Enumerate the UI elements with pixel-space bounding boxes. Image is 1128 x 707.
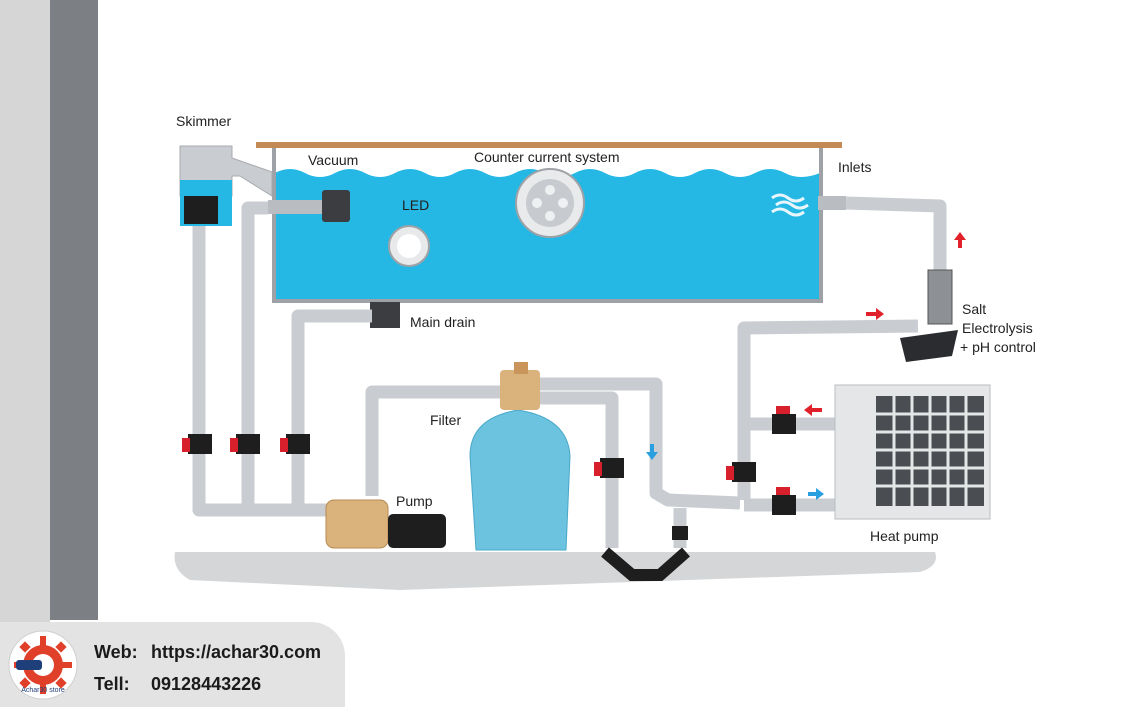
label-led: LED xyxy=(402,197,429,213)
jet-nozzle xyxy=(545,185,555,195)
label-electrolysis: Electrolysis xyxy=(962,320,1033,336)
label-ph-control: + pH control xyxy=(960,339,1036,355)
label-vacuum: Vacuum xyxy=(308,152,358,168)
filter-valve xyxy=(500,370,540,410)
label-inlets: Inlets xyxy=(838,159,871,175)
label-heat-pump: Heat pump xyxy=(870,528,939,544)
vacuum-fitting xyxy=(322,190,350,222)
left-frame xyxy=(0,0,50,707)
inlet-nozzle xyxy=(818,196,846,210)
valve xyxy=(726,462,756,482)
label-salt: Salt xyxy=(962,301,986,317)
tel-row: Tell: 09128443226 xyxy=(94,674,261,695)
flow-arrow-red xyxy=(866,308,884,320)
pipe-filter-waste xyxy=(540,391,619,548)
pool-rim xyxy=(256,142,842,148)
valves xyxy=(182,406,796,540)
pipe-vacuum xyxy=(241,201,268,510)
web-link[interactable]: https://achar30.com xyxy=(151,642,322,662)
pipe-to-salt xyxy=(737,319,919,500)
pump-body xyxy=(325,499,389,549)
logo-text: Achar30 store xyxy=(21,687,65,694)
valve xyxy=(772,487,796,515)
pipe-filter-out xyxy=(540,377,741,510)
vacuum-pipe xyxy=(268,200,326,214)
flow-arrow-blue xyxy=(808,488,824,500)
pool-wall-left xyxy=(272,148,276,303)
salt-cell xyxy=(927,269,953,325)
pool-wall-right xyxy=(819,148,823,303)
contact-footer: Achar30 store Web: https://achar30.com T… xyxy=(0,622,345,707)
pool-floor xyxy=(272,299,823,303)
web-key: Web: xyxy=(94,642,138,662)
label-filter: Filter xyxy=(430,412,461,428)
label-skimmer: Skimmer xyxy=(176,113,232,129)
valve xyxy=(182,434,212,454)
pipe-main-drain xyxy=(291,309,372,510)
valve xyxy=(280,434,310,454)
tel-key: Tell: xyxy=(94,674,130,694)
jet-nozzle xyxy=(532,198,542,208)
ground xyxy=(174,552,937,590)
inlet-spray xyxy=(771,193,809,217)
label-counter-current-system: Counter current system xyxy=(474,149,620,165)
flow-arrow-red xyxy=(804,404,822,416)
flow-arrow-red xyxy=(954,232,966,248)
main-drain-fitting xyxy=(370,302,400,328)
gear-logo-icon: Achar30 store xyxy=(8,630,78,700)
valve xyxy=(594,458,624,478)
skimmer-basket xyxy=(184,196,218,224)
led-light-center xyxy=(397,234,421,258)
left-frame-shadow xyxy=(50,0,98,620)
valve xyxy=(230,434,260,454)
label-pump: Pump xyxy=(396,493,433,509)
label-main-drain: Main drain xyxy=(410,314,475,330)
valve xyxy=(772,406,796,434)
valve xyxy=(672,526,688,540)
pipe-pump-filter xyxy=(365,385,506,496)
heat-pump-grille xyxy=(876,396,984,506)
pipe-return-inlet xyxy=(845,196,947,318)
web-row: Web: https://achar30.com xyxy=(94,642,321,663)
waste-drain xyxy=(601,547,690,581)
filter-valve-handle xyxy=(514,362,528,374)
counter-current-jet-face xyxy=(526,179,574,227)
ph-controller xyxy=(900,330,958,362)
filter-tank xyxy=(469,409,571,551)
flow-arrow-blue xyxy=(646,444,658,460)
jet-nozzle xyxy=(545,211,555,221)
jet-nozzle xyxy=(558,198,568,208)
pump-motor xyxy=(388,514,446,548)
tel-number[interactable]: 09128443226 xyxy=(151,674,262,694)
